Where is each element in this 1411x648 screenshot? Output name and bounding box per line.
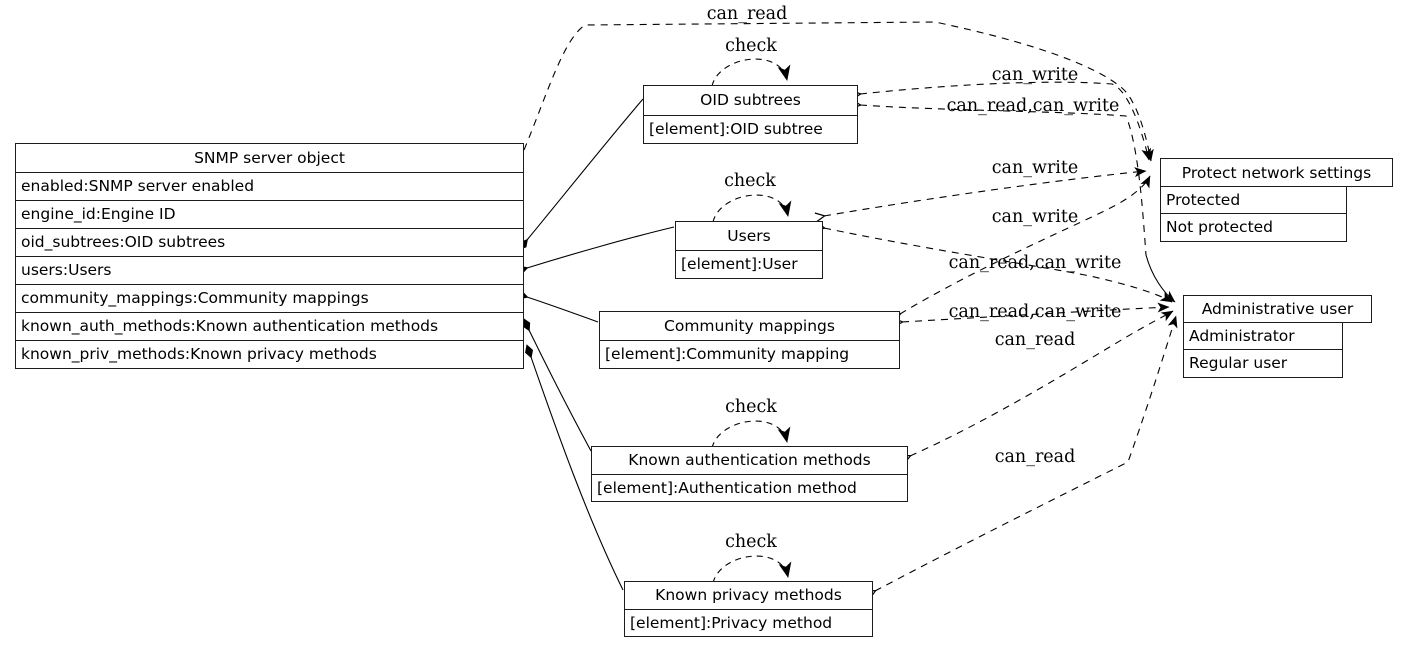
edge-snmp-users	[514, 226, 675, 274]
edge-label-can-write: can_write	[991, 207, 1079, 227]
node-title: SNMP server object	[194, 149, 345, 167]
node-known-priv-methods: Known privacy methods [element]:Privacy …	[624, 581, 873, 637]
node-community-mappings: Community mappings [element]:Community m…	[599, 311, 900, 369]
node-title: Administrative user	[1183, 295, 1372, 323]
edge-label-can-read-can-write: can_read,can_write	[946, 96, 1120, 116]
attribute-row: enabled:SNMP server enabled	[16, 172, 523, 200]
edge-label-can-read: can_read	[994, 447, 1076, 467]
node-users: Users [element]:User	[675, 221, 823, 279]
check-loop-oid-subtrees	[711, 58, 791, 87]
enum-value: Regular user	[1183, 350, 1343, 378]
edge-can-write-cm-protect	[900, 176, 1151, 314]
edge-label-can-read: can_read	[706, 4, 788, 24]
check-loop-known-priv	[712, 555, 792, 584]
node-oid-subtrees: OID subtrees [element]:OID subtree	[643, 85, 858, 144]
node-title: OID subtrees	[700, 91, 801, 109]
edge-label-can-write: can_write	[991, 158, 1079, 178]
attribute-row: known_auth_methods:Known authentication …	[16, 312, 523, 340]
element-row: [element]:Authentication method	[592, 474, 907, 501]
enum-value: Not protected	[1160, 214, 1347, 242]
enum-value: Administrator	[1183, 322, 1343, 350]
edge-can-read-kpm-admin	[875, 316, 1176, 591]
node-title: Users	[727, 227, 771, 245]
element-row: [element]:OID subtree	[644, 115, 857, 143]
check-loop-known-auth	[711, 420, 791, 449]
edge-can-write-oid-protect	[860, 81, 1149, 160]
node-title: Protect network settings	[1160, 158, 1393, 187]
attribute-row: oid_subtrees:OID subtrees	[16, 228, 523, 256]
attribute-row: engine_id:Engine ID	[16, 200, 523, 228]
edge-crw-oid-admin-tail	[1145, 254, 1176, 303]
attribute-row: community_mappings:Community mappings	[16, 284, 523, 312]
edge-label-can-read-can-write: can_read,can_write	[948, 253, 1122, 273]
edge-crw-users-admin	[824, 228, 1172, 303]
element-row: [element]:User	[676, 250, 822, 278]
element-row: [element]:Privacy method	[625, 609, 872, 636]
edge-can-write-users-protect	[824, 171, 1146, 216]
edge-label-check: check	[724, 171, 776, 191]
edge-label-can-write: can_write	[991, 65, 1079, 85]
edge-crw-oid-admin	[860, 105, 1147, 256]
edge-label-can-read-can-write: can_read,can_write	[948, 302, 1122, 322]
enum-rows: Administrator Regular user	[1183, 322, 1343, 378]
edge-snmp-known-auth	[522, 317, 592, 452]
check-loops	[711, 58, 792, 584]
attribute-row: known_priv_methods:Known privacy methods	[16, 340, 523, 368]
edge-label-can-read: can_read	[994, 330, 1076, 350]
enum-value: Protected	[1160, 186, 1347, 214]
permission-edges	[523, 21, 1176, 591]
node-snmp-server-object: SNMP server object enabled:SNMP server e…	[15, 143, 524, 369]
node-title: Known authentication methods	[628, 451, 871, 469]
enum-rows: Protected Not protected	[1160, 186, 1347, 242]
edge-label-check: check	[725, 397, 777, 417]
edge-snmp-oid-subtrees	[518, 98, 644, 251]
attribute-row: users:Users	[16, 256, 523, 284]
check-loop-users	[712, 194, 792, 223]
element-row: [element]:Community mapping	[600, 340, 899, 368]
edge-label-check: check	[725, 532, 777, 552]
node-title: Community mappings	[664, 317, 835, 335]
node-known-auth-methods: Known authentication methods [element]:A…	[591, 446, 908, 502]
edge-snmp-known-priv	[525, 344, 624, 591]
edge-snmp-community-mappings	[514, 291, 599, 323]
composition-edges	[514, 98, 675, 591]
edge-label-check: check	[725, 36, 777, 56]
node-title: Known privacy methods	[655, 586, 842, 604]
